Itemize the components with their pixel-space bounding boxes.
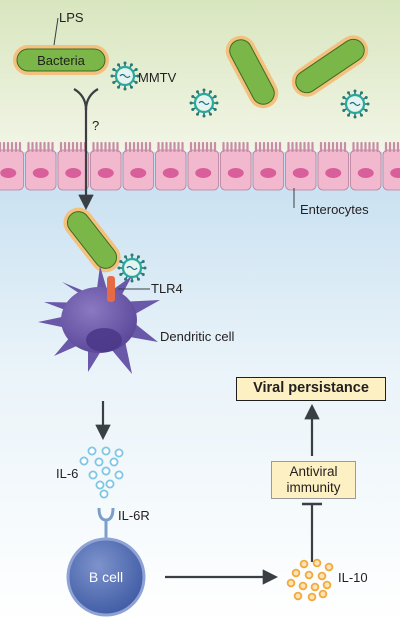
enterocyte-layer <box>0 141 400 191</box>
il10-dot <box>291 568 301 578</box>
il10-dot <box>317 571 327 581</box>
dendritic-cell-label: Dendritic cell <box>160 329 235 344</box>
mmtv-virus-bound <box>117 253 147 283</box>
il6-dot <box>105 479 115 489</box>
mmtv-virus <box>189 88 219 118</box>
enterocytes-label: Enterocytes <box>300 202 369 217</box>
il6-dot <box>95 480 105 490</box>
tlr4-label: TLR4 <box>151 281 183 296</box>
il6-dot <box>87 446 97 456</box>
il6r-receptor <box>97 507 115 538</box>
viral-persistance-box: Viral persistance <box>236 377 386 401</box>
enterocyte-cell <box>187 141 219 191</box>
il6-label: IL-6 <box>56 466 78 481</box>
il10-dot <box>318 589 328 599</box>
enterocyte-cell <box>252 141 284 191</box>
enterocyte-cell <box>220 141 252 191</box>
il10-dot <box>286 578 296 588</box>
enterocyte-cell <box>25 141 57 191</box>
dendritic-cell-nucleus <box>86 328 122 352</box>
il10-dot <box>299 559 309 569</box>
bacteria-top-right <box>291 35 369 97</box>
antiviral-line-2: immunity <box>286 480 341 495</box>
il10-cytokines <box>286 558 334 602</box>
il10-dot <box>293 591 303 601</box>
bacteria-label: Bacteria <box>37 53 85 68</box>
il6r-label: IL-6R <box>118 508 150 523</box>
enterocyte-cell <box>0 141 24 191</box>
enterocyte-cell <box>317 141 349 191</box>
il6-dot <box>101 466 111 476</box>
il6-dot <box>94 457 104 467</box>
bacteria-bound <box>63 207 121 273</box>
il10-dot <box>322 580 332 590</box>
il10-label: IL-10 <box>338 570 368 585</box>
enterocyte-cell <box>285 141 317 191</box>
il10-dot <box>312 558 322 568</box>
question-mark-label: ? <box>92 118 99 133</box>
mmtv-virus <box>340 89 370 119</box>
bacteria-top-middle <box>225 35 279 109</box>
enterocyte-cell <box>57 141 89 191</box>
lps-leader-line <box>53 17 59 46</box>
enterocyte-cell <box>350 141 382 191</box>
il10-dot <box>310 582 320 592</box>
enterocyte-cell <box>382 141 400 191</box>
il6-dot <box>114 448 124 458</box>
il6-dot <box>88 470 98 480</box>
antiviral-immunity-box: Antiviral immunity <box>271 461 356 499</box>
il6-dot <box>114 470 124 480</box>
il6-cytokines <box>79 446 124 499</box>
il10-dot <box>298 581 308 591</box>
il6-dot <box>109 457 119 467</box>
il6-dot <box>79 456 89 466</box>
enterocyte-cell <box>90 141 122 191</box>
il6-dot <box>101 446 111 456</box>
enterocyte-cell <box>155 141 187 191</box>
mmtv-label: MMTV <box>138 70 177 85</box>
il10-dot <box>307 592 317 602</box>
tlr4-receptor <box>107 276 115 302</box>
antiviral-line-1: Antiviral <box>289 464 338 479</box>
lps-label: LPS <box>59 10 84 25</box>
il6-dot <box>99 489 109 499</box>
il10-dot <box>324 562 334 572</box>
bacteria-lps <box>13 45 109 75</box>
b-cell-label: B cell <box>89 569 123 585</box>
receptor-fork-right <box>84 88 99 111</box>
mmtv-virus-free <box>110 61 140 91</box>
il10-dot <box>304 570 314 580</box>
b-cell <box>66 537 146 617</box>
enterocyte-cell <box>122 141 154 191</box>
